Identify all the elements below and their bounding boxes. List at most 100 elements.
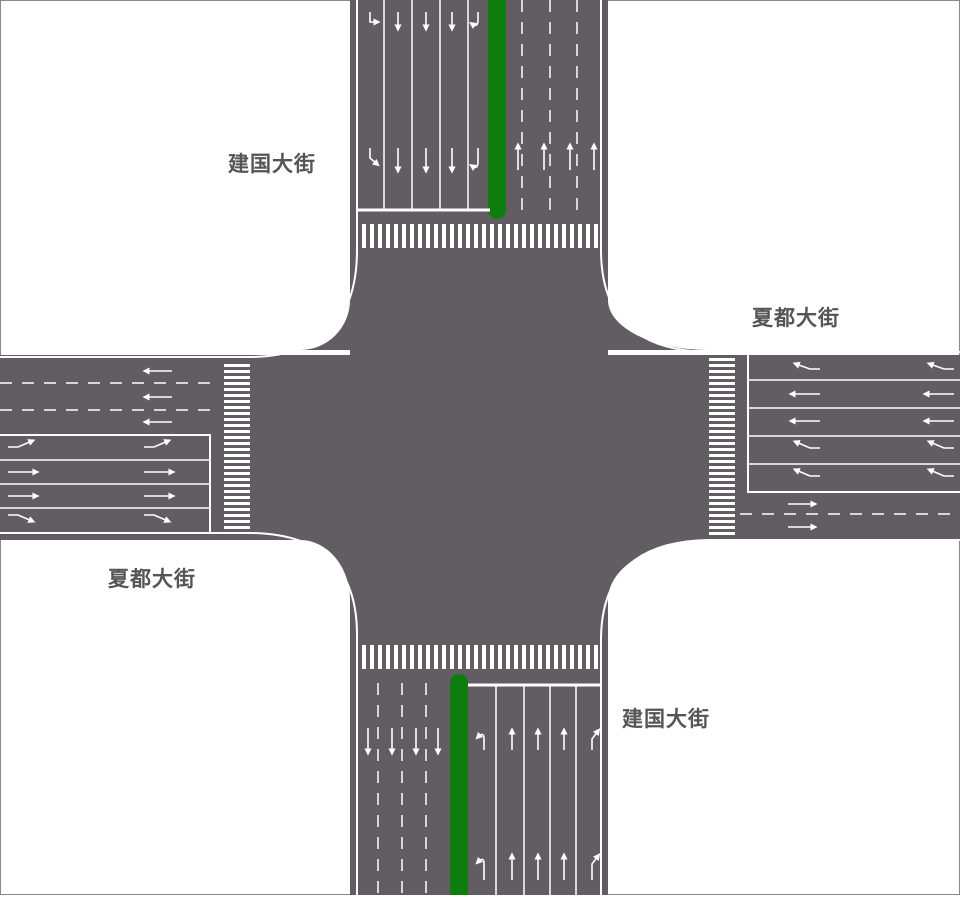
crosswalk-south-stripe bbox=[586, 645, 590, 669]
crosswalk-west-stripe bbox=[224, 520, 250, 523]
crosswalk-west-stripe bbox=[224, 472, 250, 475]
crosswalk-east-stripe bbox=[709, 418, 735, 421]
corner-fillet-se bbox=[608, 540, 708, 600]
crosswalk-south-stripe bbox=[594, 645, 598, 669]
crosswalk-south-stripe bbox=[394, 645, 398, 669]
crosswalk-east-stripe bbox=[709, 376, 735, 379]
crosswalk-north-stripe bbox=[586, 224, 590, 248]
crosswalk-south-stripe bbox=[426, 645, 430, 669]
crosswalk-east-stripe bbox=[709, 454, 735, 457]
crosswalk-west-stripe bbox=[224, 436, 250, 439]
crosswalk-south-stripe bbox=[466, 645, 470, 669]
crosswalk-west-stripe bbox=[224, 442, 250, 445]
crosswalk-west-stripe bbox=[224, 460, 250, 463]
north-road-label: 建国大街 bbox=[228, 152, 316, 176]
crosswalk-north-stripe bbox=[370, 224, 374, 248]
crosswalk-south-stripe bbox=[402, 645, 406, 669]
crosswalk-north-stripe bbox=[522, 224, 526, 248]
crosswalk-east-stripe bbox=[709, 436, 735, 439]
crosswalk-north-stripe bbox=[434, 224, 438, 248]
crosswalk-east-stripe bbox=[709, 400, 735, 403]
u-turn-arrow bbox=[469, 12, 479, 29]
crosswalk-north-stripe bbox=[546, 224, 550, 248]
crosswalk-north-stripe bbox=[514, 224, 518, 248]
u-turn-arrow bbox=[926, 361, 954, 370]
east-west-road bbox=[0, 355, 960, 540]
crosswalk-west-stripe bbox=[224, 466, 250, 469]
crosswalk-west-stripe bbox=[224, 496, 250, 499]
crosswalk-east-stripe bbox=[709, 364, 735, 367]
crosswalk-west-stripe bbox=[224, 418, 250, 421]
crosswalk-west-stripe bbox=[224, 490, 250, 493]
crosswalk-north-stripe bbox=[570, 224, 574, 248]
right-turn-arrow bbox=[591, 728, 601, 750]
crosswalk-south-stripe bbox=[522, 645, 526, 669]
crosswalk-east-stripe bbox=[709, 496, 735, 499]
crosswalk-west-stripe bbox=[224, 370, 250, 373]
crosswalk-north-stripe bbox=[410, 224, 414, 248]
crosswalk-north-stripe bbox=[362, 224, 366, 248]
crosswalk-south-stripe bbox=[378, 645, 382, 669]
crosswalk-north-stripe bbox=[490, 224, 494, 248]
crosswalk-west-stripe bbox=[224, 406, 250, 409]
crosswalk-east-stripe bbox=[709, 478, 735, 481]
left-turn-arrow bbox=[369, 148, 380, 167]
crosswalk-east-stripe bbox=[709, 406, 735, 409]
west-lane-box bbox=[0, 434, 211, 533]
crosswalk-north-stripe bbox=[498, 224, 502, 248]
crosswalk-south-stripe bbox=[442, 645, 446, 669]
medians bbox=[450, 0, 506, 899]
crosswalk-west-stripe bbox=[224, 454, 250, 457]
crosswalk-south-stripe bbox=[530, 645, 534, 669]
u-turn-arrow bbox=[475, 856, 485, 880]
crosswalk-south-stripe bbox=[458, 645, 462, 669]
crosswalk-south-stripe bbox=[538, 645, 542, 669]
crosswalk-west-stripe bbox=[224, 376, 250, 379]
crosswalk-east-stripe bbox=[709, 502, 735, 505]
crosswalk-west-stripe bbox=[224, 526, 250, 529]
crosswalk-south-stripe bbox=[554, 645, 558, 669]
crosswalk-west-stripe bbox=[224, 364, 250, 367]
crosswalk-east-stripe bbox=[709, 358, 735, 361]
crosswalk-east-stripe bbox=[709, 424, 735, 427]
crosswalk-east-stripe bbox=[709, 520, 735, 523]
crosswalk-north-stripe bbox=[466, 224, 470, 248]
crosswalk-south-stripe bbox=[386, 645, 390, 669]
crosswalk-north-stripe bbox=[554, 224, 558, 248]
crosswalk-east-stripe bbox=[709, 430, 735, 433]
crosswalk-west-stripe bbox=[224, 424, 250, 427]
crosswalk-south-stripe bbox=[506, 645, 510, 669]
crosswalk-north-stripe bbox=[594, 224, 598, 248]
crosswalk-north-stripe bbox=[562, 224, 566, 248]
crosswalk-west-stripe bbox=[224, 508, 250, 511]
crosswalk-south-stripe bbox=[362, 645, 366, 669]
crosswalk-south-stripe bbox=[474, 645, 478, 669]
crosswalk-west-stripe bbox=[224, 478, 250, 481]
crosswalk-south-stripe bbox=[450, 645, 454, 669]
crosswalk-north-stripe bbox=[450, 224, 454, 248]
crosswalk-west-stripe bbox=[224, 448, 250, 451]
crosswalk-south-stripe bbox=[418, 645, 422, 669]
crosswalk-north-stripe bbox=[458, 224, 462, 248]
crosswalk-east-stripe bbox=[709, 508, 735, 511]
crosswalk-east-stripe bbox=[709, 466, 735, 469]
crosswalk-north-stripe bbox=[530, 224, 534, 248]
corner-fillet-sw bbox=[300, 540, 350, 600]
left-turn-arrow bbox=[792, 468, 820, 477]
crosswalk-south-stripe bbox=[578, 645, 582, 669]
u-turn-arrow bbox=[792, 361, 820, 370]
crosswalk-east-stripe bbox=[709, 388, 735, 391]
crosswalk-south-stripe bbox=[490, 645, 494, 669]
crosswalk-north-stripe bbox=[394, 224, 398, 248]
crosswalk-east-stripe bbox=[709, 490, 735, 493]
left-turn-arrow bbox=[926, 468, 954, 477]
crosswalk-south-stripe bbox=[514, 645, 518, 669]
crosswalk-east-stripe bbox=[709, 484, 735, 487]
crosswalk-east-stripe bbox=[709, 532, 735, 535]
crosswalk-north-stripe bbox=[538, 224, 542, 248]
crosswalk-east-stripe bbox=[709, 448, 735, 451]
